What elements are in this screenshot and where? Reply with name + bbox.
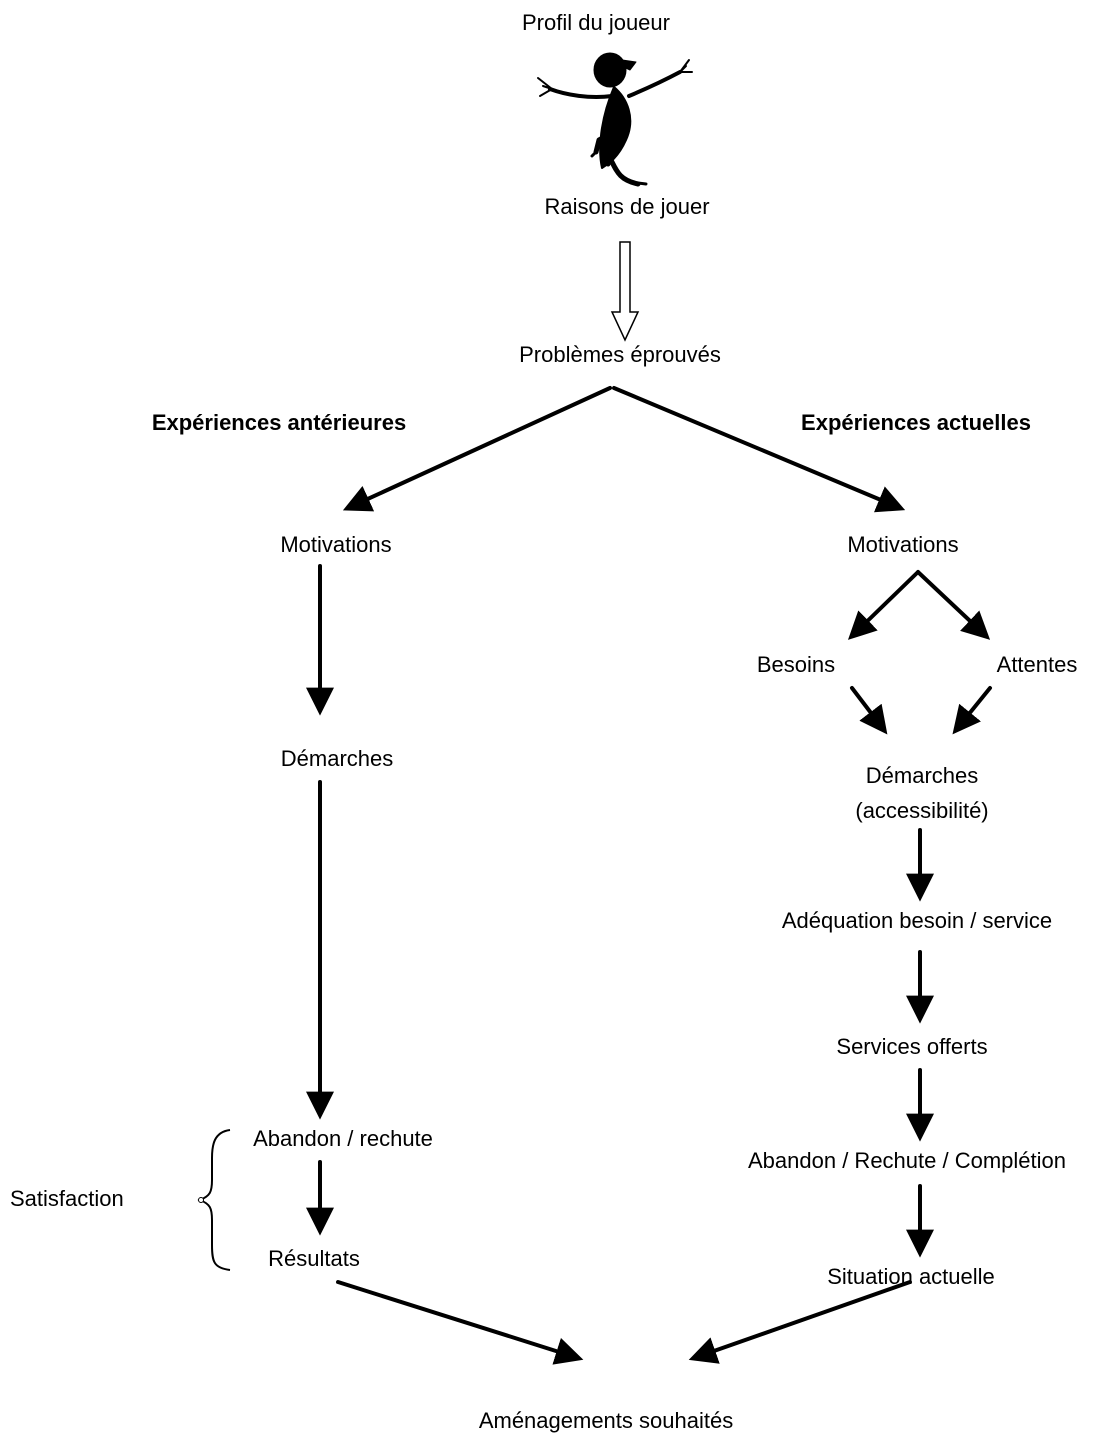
services-label: Services offerts [836,1034,988,1059]
besoins-label: Besoins [756,652,836,677]
left-motivations-label: Motivations [280,532,392,557]
attentes-label: Attentes [996,652,1078,677]
hollow-arrow [610,241,640,342]
arrow-situation-outcome [688,1280,912,1364]
left-demarches-label: Démarches [280,746,394,771]
arrow-motivations-attentes [916,570,991,640]
satisfaction-label: Satisfaction [10,1186,124,1211]
arrow-to-left-motivations [342,386,612,512]
right-abandon-label: Abandon / Rechute / Complétion [748,1148,1066,1173]
arrow-attentes-demarches [952,686,992,735]
results-label: Résultats [268,1246,360,1271]
arrow-to-right-motivations [612,386,906,513]
right-motivations-label: Motivations [847,532,959,557]
accessibility-note: (accessibilité) [855,798,989,823]
reasons-label: Raisons de jouer [544,194,710,219]
problems-label: Problèmes éprouvés [519,342,721,367]
left-abandon-label: Abandon / rechute [253,1126,433,1151]
arrow-besoins-demarches [850,686,888,735]
right-demarches-label: Démarches (accessibilité) [855,758,988,828]
satisfaction-brace [197,1129,231,1271]
left-branch-heading: Expériences antérieures [151,410,407,435]
right-demarches-title: Démarches [865,763,979,788]
situation-label: Situation actuelle [827,1264,995,1289]
player-figure-icon [537,52,693,187]
arrow-motivations-besoins [847,570,920,640]
outcome-label: Aménagements souhaités [478,1408,734,1433]
adequation-label: Adéquation besoin / service [781,908,1053,933]
arrow-results-outcome [336,1280,584,1365]
right-branch-heading: Expériences actuelles [801,410,1031,435]
profile-title: Profil du joueur [522,10,670,35]
